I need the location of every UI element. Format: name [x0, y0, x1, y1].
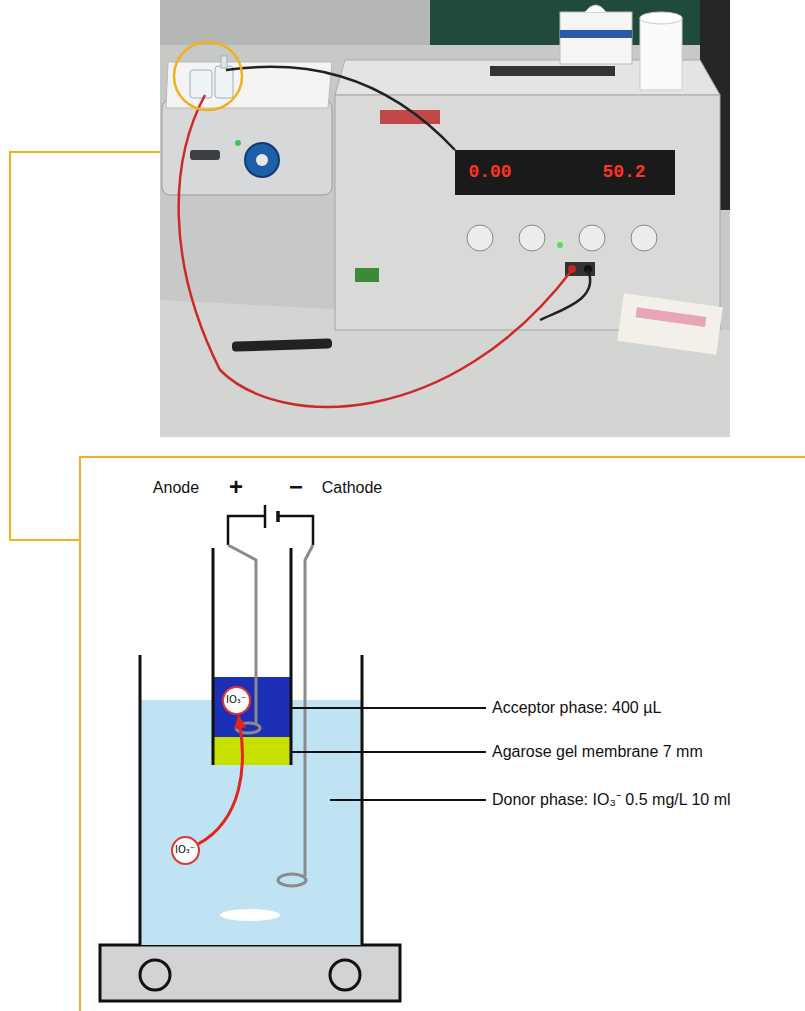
stirrer-base — [100, 945, 400, 1001]
stirrer-hotplate-part — [162, 100, 332, 195]
ion-label: IO₃⁻ — [226, 695, 246, 705]
power-supply-part — [355, 268, 379, 282]
electrode-wires-part — [278, 516, 313, 545]
bench-items-part — [617, 293, 723, 354]
acceptor-solution — [214, 677, 290, 737]
cell-schematic — [100, 505, 486, 1001]
lab-photo-part — [160, 0, 730, 437]
arrow-head — [234, 714, 246, 729]
bench-items-part — [640, 18, 682, 90]
power-supply-part — [557, 242, 563, 248]
phase-label: Acceptor phase: 400 µL — [492, 698, 661, 718]
tube-wall — [290, 548, 293, 765]
cell-vessel-part — [221, 56, 227, 68]
arrow-line — [198, 726, 242, 844]
leader-lines-part — [292, 751, 486, 753]
phase-label: Donor phase: IO₃⁻ 0.5 mg/L 10 ml — [492, 790, 731, 810]
bench-items-part — [640, 12, 682, 24]
callout-bracket — [10, 152, 805, 1011]
bench-items — [232, 5, 723, 355]
highlight-circle — [174, 42, 242, 110]
callout-bracket-part — [10, 152, 160, 540]
ion-label: IO₃⁻ — [175, 845, 195, 855]
power-supply-part — [380, 110, 440, 124]
display-reading: 50.2 — [602, 161, 645, 184]
cables-part — [226, 67, 455, 150]
electrode-wires-part — [228, 516, 265, 545]
stirrer-hotplate-part — [190, 150, 220, 160]
lab-photo — [160, 0, 730, 437]
bench-items-part — [232, 338, 332, 351]
terminal-name: Cathode — [322, 478, 383, 498]
stirrer-hotplate-part — [235, 140, 241, 146]
bench-items-part — [560, 30, 632, 38]
terminal-name: Anode — [153, 478, 199, 498]
cell-vessel-part — [215, 66, 233, 98]
bench-items-part — [490, 66, 615, 76]
cables-part — [540, 270, 590, 320]
electrode-wires-part — [305, 545, 313, 876]
knob — [330, 960, 360, 990]
leader-lines-part — [292, 707, 486, 709]
stirrer-hotplate-part — [256, 154, 268, 166]
electrode-wires-part — [276, 511, 280, 522]
bench-items-part — [585, 5, 606, 12]
stirrer-hotplate-part — [245, 143, 279, 177]
polarity-sign: − — [289, 472, 303, 502]
beaker-wall — [139, 655, 142, 945]
tube-wall — [212, 548, 215, 765]
transport-arrow — [198, 714, 246, 844]
ion-circle: IO₃⁻ — [222, 686, 251, 715]
ion-circle: IO₃⁻ — [171, 836, 200, 865]
power-supply-part — [467, 225, 493, 251]
leader-lines-part — [330, 799, 486, 801]
cell-vessel — [190, 56, 233, 98]
power-supply-part — [455, 150, 675, 195]
display-reading: 0.00 — [468, 161, 511, 184]
callout-bracket-part — [80, 457, 805, 1011]
electrode-wires-part — [264, 505, 267, 528]
power-supply-part — [335, 95, 720, 330]
cell-vessel-part — [190, 70, 212, 98]
power-supply-part — [631, 225, 657, 251]
power-supply-part — [519, 225, 545, 251]
power-supply-part — [579, 225, 605, 251]
bench-items-part — [636, 307, 707, 327]
cables-part — [179, 95, 572, 407]
stirrer-hotplate — [162, 62, 332, 195]
electrode-wires-part — [278, 874, 306, 886]
knob — [140, 960, 170, 990]
bench-items-part — [560, 12, 632, 64]
phase-label: Agarose gel membrane 7 mm — [492, 742, 703, 762]
leader-lines — [292, 708, 486, 800]
stir-bar — [220, 909, 280, 921]
agarose-gel — [214, 737, 290, 765]
polarity-sign: + — [229, 472, 243, 502]
cables — [179, 67, 591, 407]
